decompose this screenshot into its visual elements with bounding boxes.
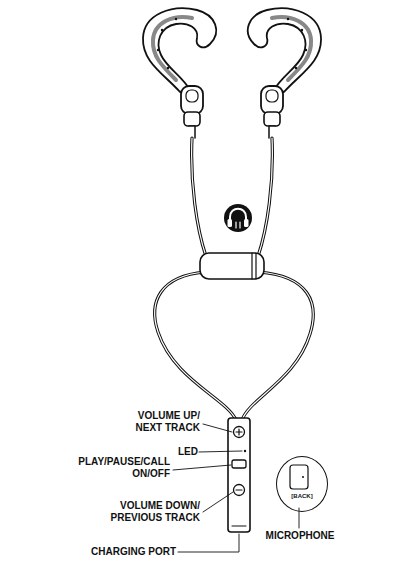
port-label: CHARGING PORT	[76, 546, 176, 558]
view-caption: [BACK]	[277, 493, 327, 500]
button-label: PLAY/PAUSE/CALL ON/OFF	[68, 456, 170, 480]
part-label: MICROPHONE	[258, 530, 342, 542]
back-view-circle: [BACK]	[276, 456, 328, 512]
earbud	[143, 8, 216, 262]
button-label: VOLUME UP/ NEXT TRACK	[120, 410, 200, 434]
indicator-label: LED	[176, 446, 198, 458]
button-label: VOLUME DOWN/ PREVIOUS TRACK	[106, 500, 200, 524]
